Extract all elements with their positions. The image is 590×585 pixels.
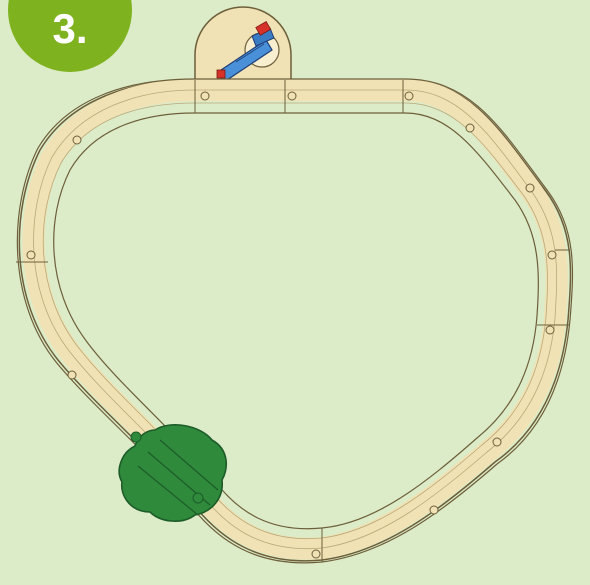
tunnel-piece (119, 425, 226, 521)
crane-piece (195, 7, 291, 88)
track-loop (16, 79, 572, 563)
step-number: 3. (8, 8, 132, 50)
